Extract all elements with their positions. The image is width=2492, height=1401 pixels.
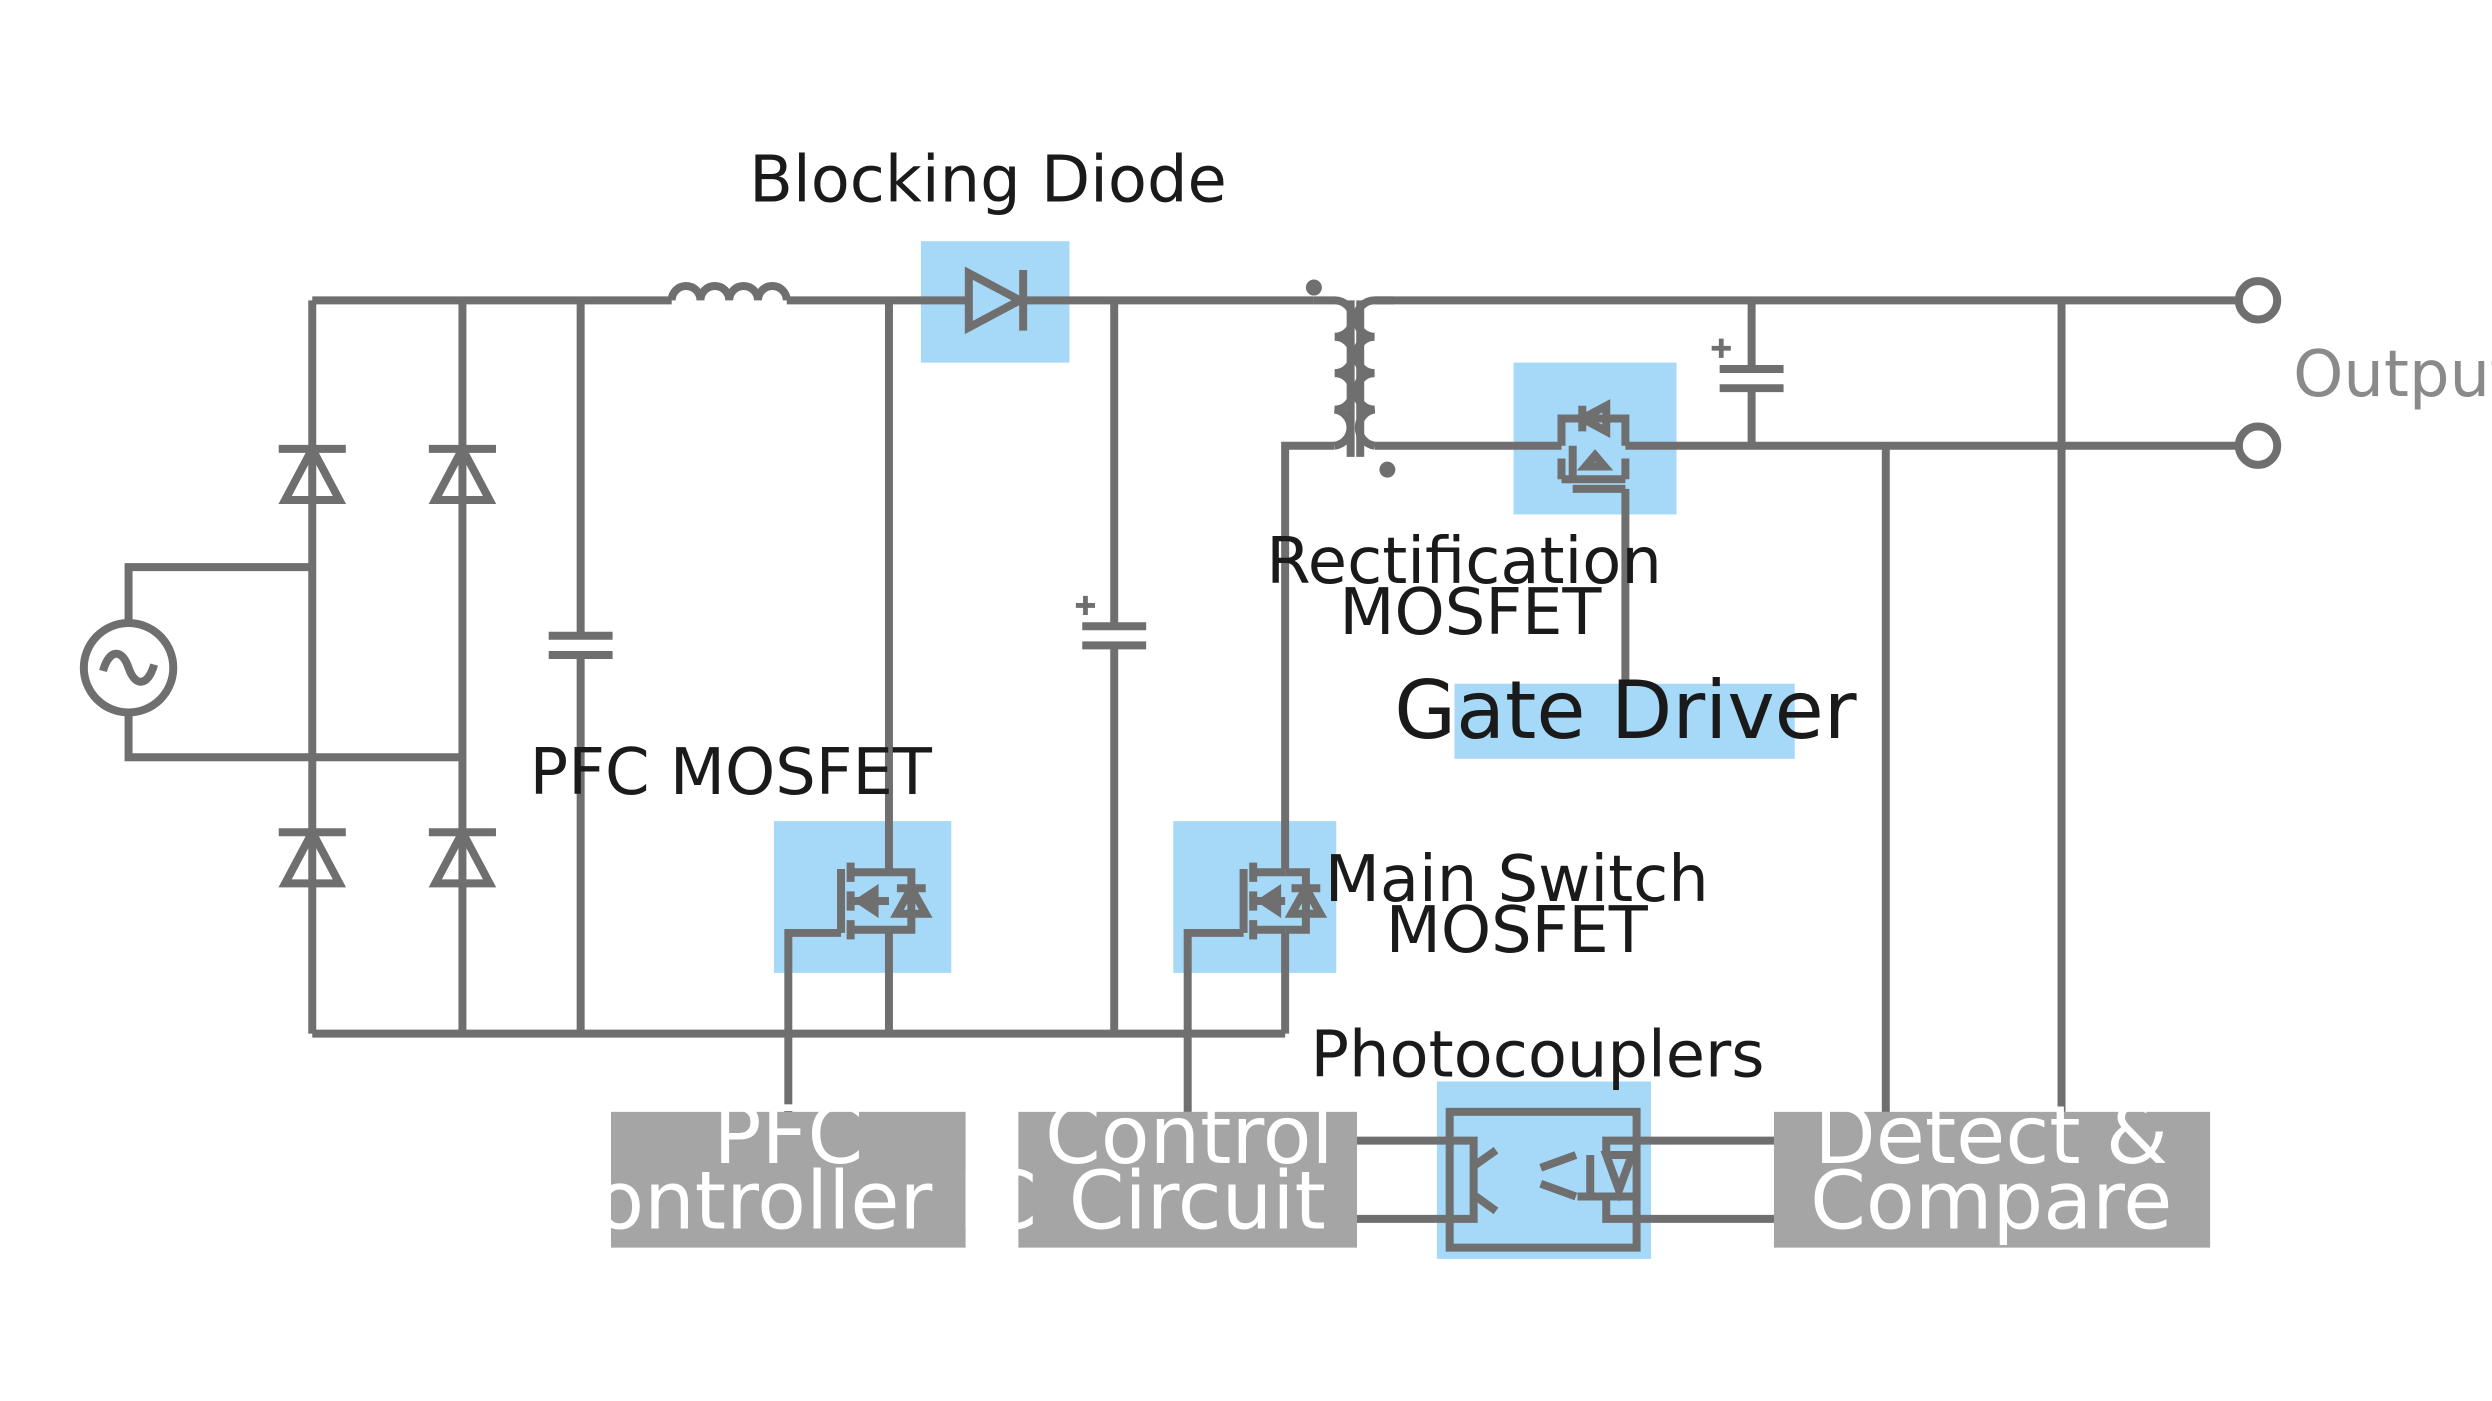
detect-compare-block bbox=[1773, 1111, 2211, 1248]
main-switch-label-line1: Main Switch bbox=[1325, 843, 1709, 917]
photocoupler-icon bbox=[1445, 1107, 1641, 1252]
gate-driver-box bbox=[1454, 683, 1795, 759]
bridge-diode-icon bbox=[428, 440, 497, 505]
control-circuit-block bbox=[1018, 1111, 1358, 1248]
photocouplers-label: Photocouplers bbox=[1311, 1019, 1765, 1093]
wiring bbox=[124, 296, 2241, 1223]
bridge-diode-icon bbox=[278, 823, 347, 888]
main-switch-mosfet-icon bbox=[1239, 862, 1328, 940]
blocking-diode-label: Blocking Diode bbox=[749, 143, 1227, 217]
pfc-controller-label-line2: Controller IC bbox=[540, 1154, 1038, 1247]
rectification-label-line2: MOSFET bbox=[1339, 576, 1602, 650]
blocking-diode-icon bbox=[964, 266, 1029, 335]
output-capacitor-icon bbox=[1711, 338, 1784, 393]
detect-compare-label-line1: Detect & bbox=[1814, 1089, 2168, 1182]
transformer-icon bbox=[1305, 279, 1396, 478]
bridge-diode-icon bbox=[428, 823, 497, 888]
ac-source-icon bbox=[79, 619, 178, 717]
output-terminal-icon[interactable] bbox=[2234, 422, 2282, 469]
output-terminal-icon[interactable] bbox=[2234, 277, 2282, 324]
control-circuit-label-line1: Control bbox=[1045, 1089, 1334, 1182]
output-label: Output bbox=[2293, 338, 2492, 412]
pfc-mosfet-label: PFC MOSFET bbox=[530, 736, 933, 810]
pfc-controller-label-line1: PFC bbox=[713, 1089, 863, 1182]
input-capacitor-icon bbox=[548, 631, 613, 659]
detect-compare-label-line2: Compare bbox=[1810, 1154, 2172, 1247]
gate-driver-label: Gate Driver bbox=[1394, 664, 1857, 757]
rectification-label-line1: Rectification bbox=[1266, 525, 1662, 599]
pfc-mosfet-icon bbox=[837, 862, 933, 940]
main-switch-label-line2: MOSFET bbox=[1386, 894, 1649, 968]
pfc-controller-block bbox=[610, 1111, 966, 1248]
inductor-icon bbox=[667, 282, 791, 301]
control-circuit-label-line2: Circuit bbox=[1069, 1154, 1326, 1247]
bulk-capacitor-icon bbox=[1075, 595, 1147, 650]
bridge-diode-icon bbox=[278, 440, 347, 505]
rectification-mosfet-icon bbox=[1557, 399, 1630, 493]
